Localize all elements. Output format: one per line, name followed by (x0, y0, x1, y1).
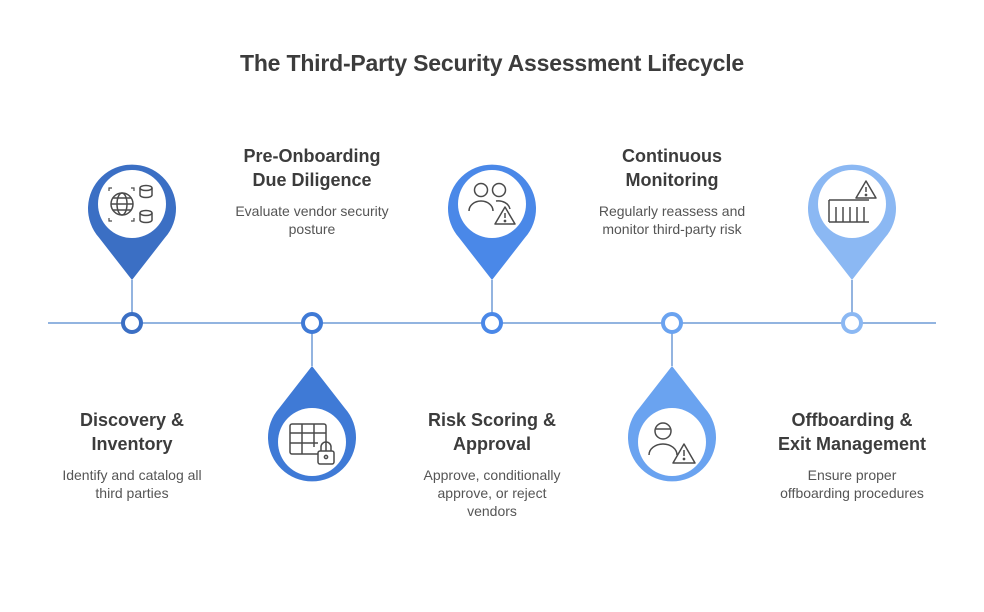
stage-2-text: Pre-Onboarding Due Diligence Evaluate ve… (212, 144, 412, 238)
stage-3-desc-line-2: approve, or reject (437, 485, 547, 501)
stage-1-desc-line-1: Identify and catalog all (62, 467, 202, 483)
stage-4-description: Regularly reassess and monitor third-par… (572, 202, 772, 238)
stage-3-pin-face (458, 170, 526, 238)
stage-1-description: Identify and catalog all third parties (32, 466, 232, 502)
stage-5-title: Offboarding & Exit Management (752, 408, 952, 456)
stage-3-description: Approve, conditionally approve, or rejec… (392, 466, 592, 520)
stage-2-title-line-2: Due Diligence (252, 170, 372, 190)
stage-3-text: Risk Scoring & Approval Approve, conditi… (392, 408, 592, 520)
stage-3-title-line-2: Approval (452, 434, 531, 454)
stage-3-desc-line-3: vendors (467, 503, 517, 519)
stage-1-desc-line-2: third parties (95, 485, 169, 501)
stage-5-description: Ensure proper offboarding procedures (752, 466, 952, 502)
stage-4-title-line-2: Monitoring (625, 170, 719, 190)
user-warning-icon (648, 422, 696, 464)
diagram-title: The Third-Party Security Assessment Life… (239, 50, 744, 76)
stage-4-desc-line-1: Regularly reassess and (598, 203, 746, 219)
stage-1-title-line-2: Inventory (91, 434, 173, 454)
stage-1-text: Discovery & Inventory Identify and catal… (32, 408, 232, 502)
table-lock-icon (289, 423, 335, 465)
globe-database-icon (108, 184, 153, 224)
stage-1-title-line-1: Discovery & (79, 410, 185, 430)
barrier-warning-icon (828, 180, 877, 223)
stage-3-node (481, 312, 503, 334)
stage-3-marker (448, 164, 537, 334)
stage-3-desc-line-1: Approve, conditionally (423, 467, 561, 483)
stage-2-title-line-1: Pre-Onboarding (243, 146, 381, 166)
stage-4-node (661, 312, 683, 334)
stage-2-title: Pre-Onboarding Due Diligence (212, 144, 412, 192)
stage-4-desc-line-2: monitor third-party risk (602, 221, 742, 237)
users-warning-icon (468, 182, 516, 225)
stage-1-node (121, 312, 143, 334)
stage-5-node (841, 312, 863, 334)
stage-1-title: Discovery & Inventory (32, 408, 232, 456)
stage-5-desc-line-2: offboarding procedures (780, 485, 924, 501)
stage-5-title-line-1: Offboarding & (791, 410, 913, 430)
stage-2-desc-line-1: Evaluate vendor security (235, 203, 389, 219)
stage-5-pin-face (818, 170, 886, 238)
stage-2-description: Evaluate vendor security posture (212, 202, 412, 238)
stage-4-pin-face (638, 408, 706, 476)
stage-3-title: Risk Scoring & Approval (392, 408, 592, 456)
stage-5-title-line-2: Exit Management (777, 434, 927, 454)
stage-4-title: Continuous Monitoring (572, 144, 772, 192)
stage-2-pin-face (278, 408, 346, 476)
stage-5-desc-line-1: Ensure proper (807, 467, 897, 483)
stage-2-node (301, 312, 323, 334)
stage-4-marker (628, 312, 716, 482)
stage-3-title-line-1: Risk Scoring & (427, 410, 557, 430)
stage-1-marker (87, 164, 176, 334)
stage-5-marker (808, 164, 896, 334)
stage-2-marker (267, 312, 356, 482)
stage-5-text: Offboarding & Exit Management Ensure pro… (752, 408, 952, 502)
stage-4-title-line-1: Continuous (622, 146, 722, 166)
stage-4-text: Continuous Monitoring Regularly reassess… (572, 144, 772, 238)
stage-2-desc-line-2: posture (288, 221, 336, 237)
